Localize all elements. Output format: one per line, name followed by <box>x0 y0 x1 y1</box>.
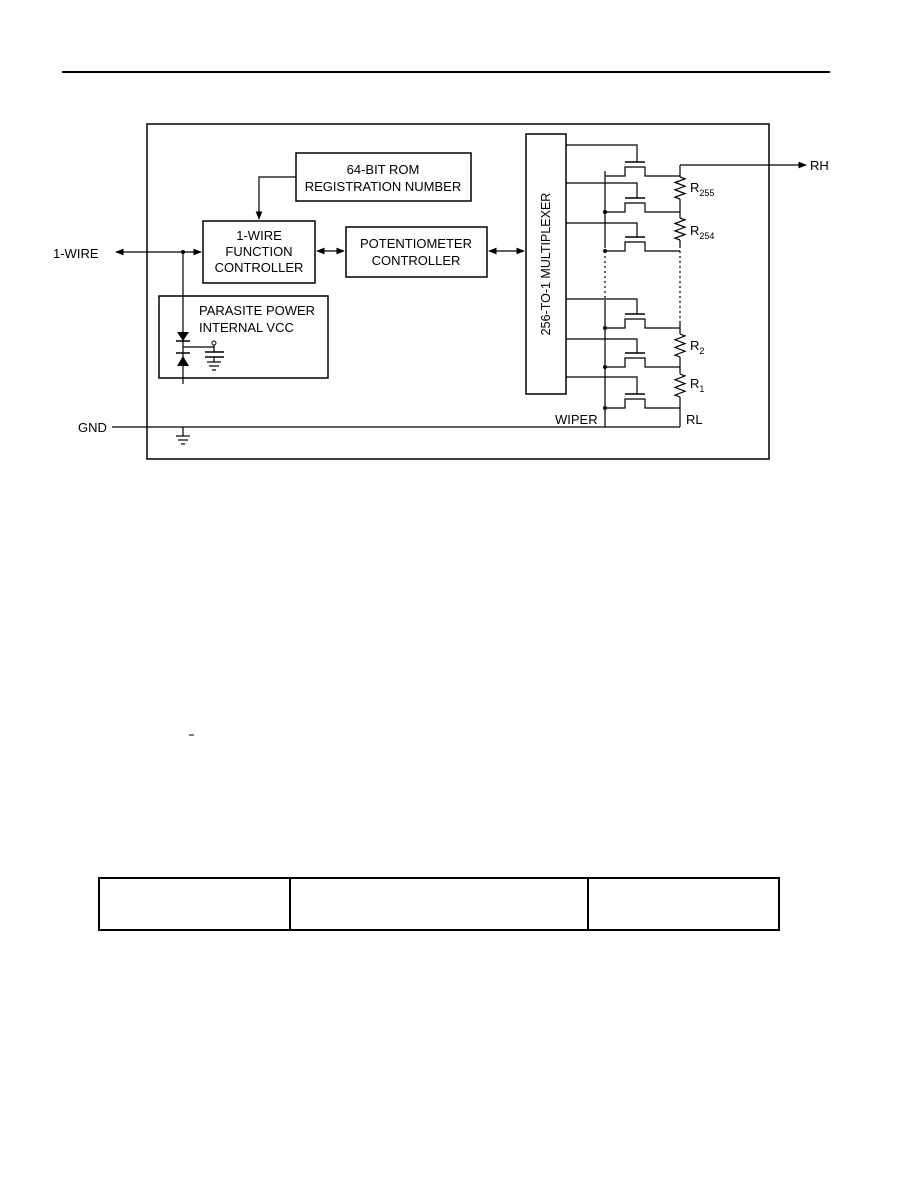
one-wire-junction <box>181 250 185 254</box>
r1-letter: R <box>690 376 699 391</box>
table-cell-1 <box>98 877 291 931</box>
table-cell-2 <box>289 877 589 931</box>
wire-controller-line2: FUNCTION <box>225 244 292 259</box>
resistor-r1-icon <box>673 373 687 398</box>
switch-transistor-icon <box>566 144 680 177</box>
r254-subscript: 254 <box>699 231 714 241</box>
switch-transistor-icon <box>566 298 680 330</box>
pot-controller-line2: CONTROLLER <box>372 253 461 268</box>
rom-label-line1: 64-BIT ROM <box>347 162 420 177</box>
wire-controller-line1: 1-WIRE <box>236 228 282 243</box>
resistor-r255-icon <box>673 176 687 200</box>
resistor-r254-icon <box>673 217 687 241</box>
diode-bottom-icon <box>177 356 189 366</box>
switch-transistor-icon <box>566 376 680 410</box>
svg-text:R255: R255 <box>690 180 714 198</box>
svg-text:R1: R1 <box>690 376 704 394</box>
resistor-label-r1: R1 <box>690 376 704 394</box>
rh-pin-label: RH <box>810 158 829 173</box>
r255-letter: R <box>690 180 699 195</box>
switch-transistor-icon <box>566 338 680 369</box>
rl-pin-label: RL <box>686 412 703 427</box>
switch-group <box>566 144 680 410</box>
device-frame <box>146 123 770 460</box>
ground-icon <box>176 427 190 445</box>
rom-label-line2: REGISTRATION NUMBER <box>305 179 462 194</box>
r254-letter: R <box>690 223 699 238</box>
pot-controller-line1: POTENTIOMETER <box>360 236 472 251</box>
pot-controller-block: POTENTIOMETER CONTROLLER <box>345 226 488 278</box>
rom-to-controller-arrow <box>255 176 296 220</box>
resistor-label-r254: R254 <box>690 223 714 241</box>
resistor-group <box>673 176 687 398</box>
r1-subscript: 1 <box>699 384 704 394</box>
diode-top-icon <box>177 332 189 341</box>
table-cell-3 <box>587 877 780 931</box>
wire-controller-block: 1-WIRE FUNCTION CONTROLLER <box>202 220 316 284</box>
empty-table <box>98 877 780 931</box>
switch-transistor-icon <box>566 222 680 253</box>
rom-block: 64-BIT ROM REGISTRATION NUMBER <box>295 152 472 202</box>
gnd-pin-label: GND <box>78 420 107 435</box>
r2-subscript: 2 <box>699 346 704 356</box>
resistor-label-r2: R2 <box>690 338 704 356</box>
switch-transistor-icon <box>566 182 680 214</box>
wire-controller-line3: CONTROLLER <box>215 260 304 275</box>
parasite-power-block: PARASITE POWER INTERNAL VCC <box>158 295 329 379</box>
r255-subscript: 255 <box>699 188 714 198</box>
resistor-label-r255: R255 <box>690 180 714 198</box>
multiplexer-label: 256-TO-1 MULTIPLEXER <box>539 193 553 336</box>
parasite-label-line2: INTERNAL VCC <box>199 320 294 335</box>
svg-text:R254: R254 <box>690 223 714 241</box>
multiplexer-block: 256-TO-1 MULTIPLEXER <box>525 133 567 395</box>
parasite-label-line1: PARASITE POWER <box>199 303 315 318</box>
wiper-pin-label: WIPER <box>555 412 598 427</box>
r2-letter: R <box>690 338 699 353</box>
resistor-r2-icon <box>673 333 687 358</box>
svg-text:R2: R2 <box>690 338 704 356</box>
one-wire-pin-label: 1-WIRE <box>53 246 99 261</box>
